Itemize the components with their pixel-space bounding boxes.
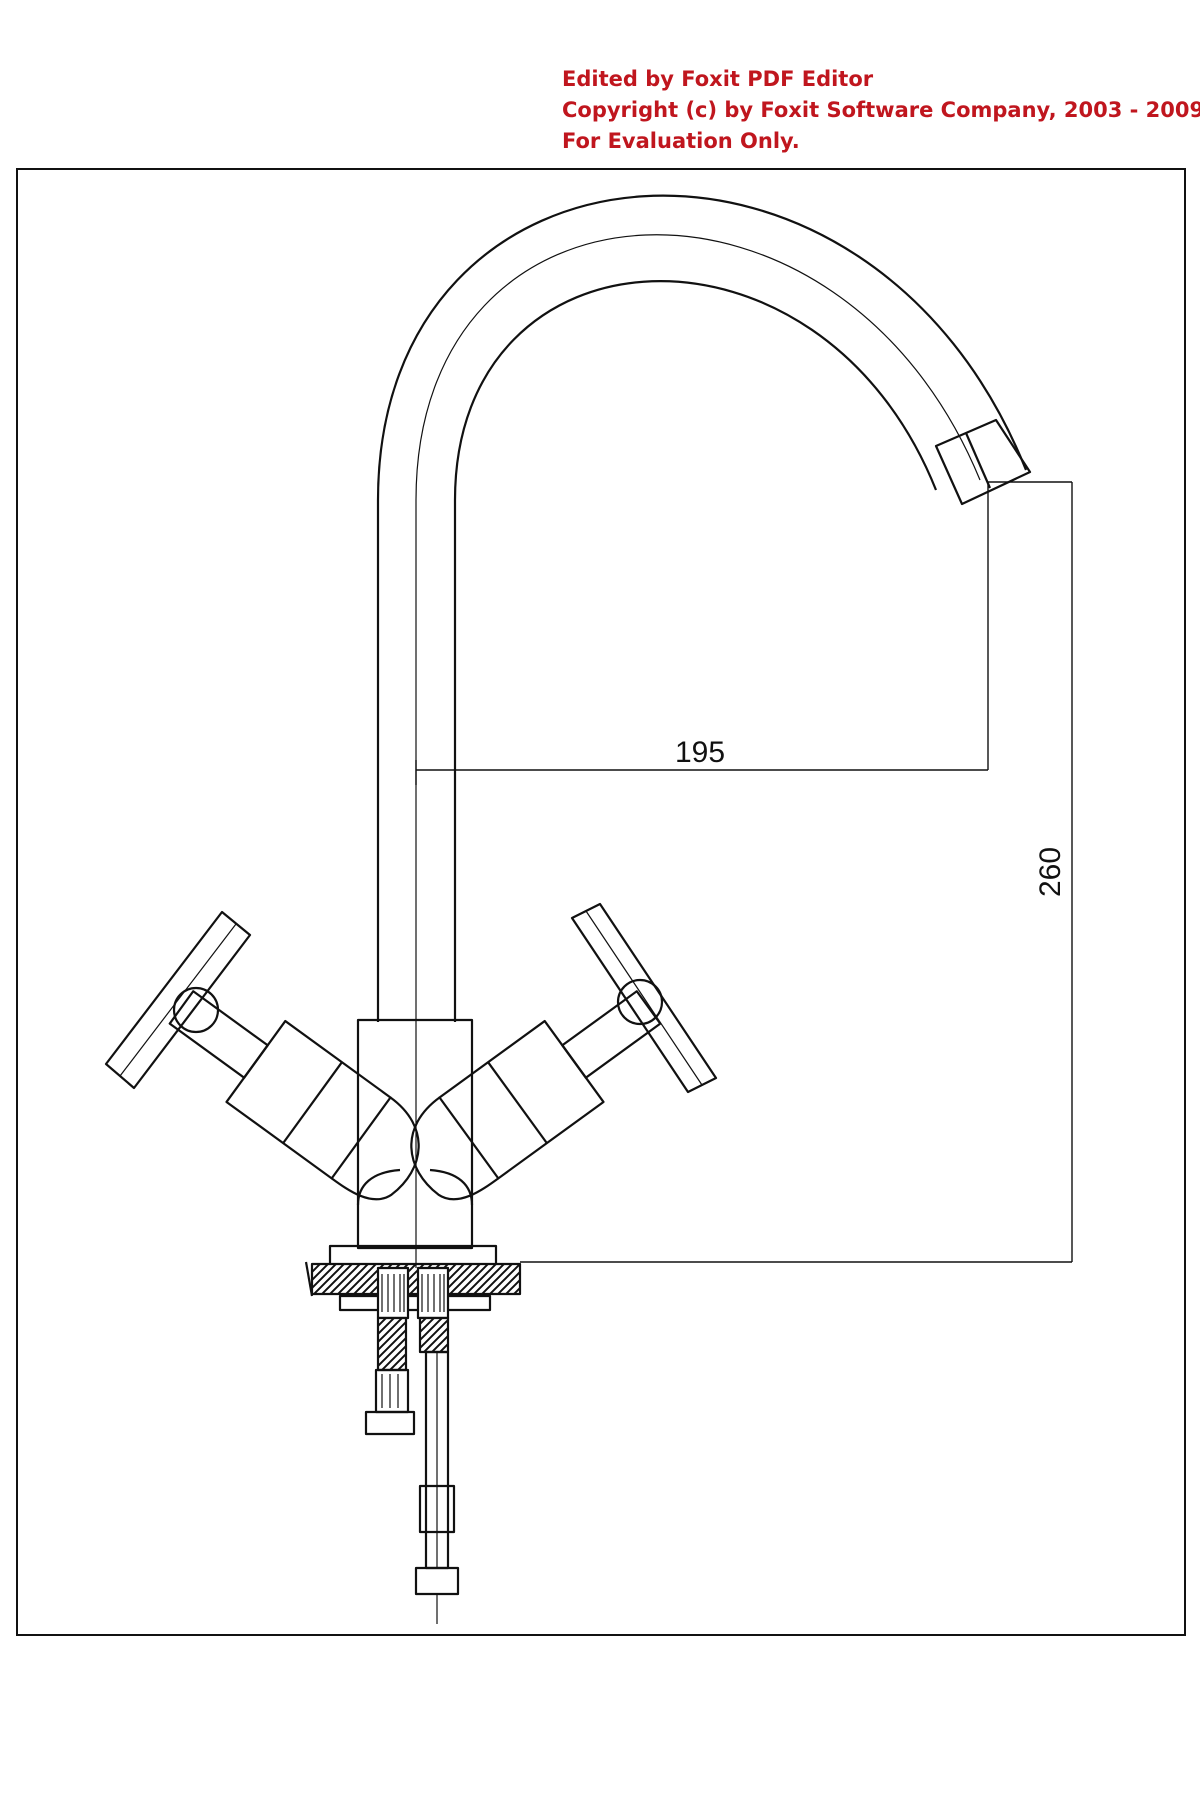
right-handle-stem [561,990,662,1079]
hose-left-ferrule [374,1368,410,1414]
hose-left [376,1316,408,1372]
right-handle-hub [616,978,664,1026]
body-base-curve-left [356,1168,401,1206]
right-handle-crossbar-center [585,910,703,1086]
left-handle-sleeve-ring [282,1061,343,1144]
left-handle-crossbar [104,910,252,1090]
stud-nut-right-grooves [421,1274,445,1312]
hose-left-connector [364,1410,416,1436]
left-handle-stem [168,990,269,1079]
aerator [934,418,1032,506]
watermark-line-2: Copyright (c) by Foxit Software Company,… [562,98,1200,122]
dimension-label-reach: 195 [675,736,725,769]
right-handle-curve [410,1096,499,1201]
drawing-frame [16,168,1186,1636]
left-handle-curve [331,1096,420,1201]
stud-nut-left [376,1266,410,1320]
right-handle-sleeve [438,1019,605,1180]
right-handle [410,990,662,1201]
mounting-rod-nut [414,1566,460,1596]
right-handle-crossbar [570,902,718,1094]
watermark: Edited by Foxit PDF Editor Copyright (c)… [562,64,1200,157]
mounting-washer [338,1294,492,1312]
watermark-line-1: Edited by Foxit PDF Editor [562,67,874,91]
countertop-edge-left [304,1261,314,1297]
left-handle-crossbar-center [119,923,237,1077]
hose-left-ferrule-grooves [381,1374,399,1408]
faucet-body [356,1018,474,1250]
dimension-label-height: 260 [1034,847,1067,897]
countertop-hatch [310,1262,522,1296]
watermark-line-3: For Evaluation Only. [562,129,800,153]
body-base-curve-right [429,1168,474,1206]
spout-outer-edge [376,194,1028,1022]
faucet [104,194,1032,1624]
mounting-rod-clamp [418,1484,456,1534]
aerator-divider [964,432,992,489]
left-handle-hub [172,986,220,1034]
spout-inner-edge [453,280,938,1022]
left-handle [168,990,420,1201]
hose-right [418,1316,450,1354]
right-handle-sleeve-ring [487,1061,548,1144]
left-handle-sleeve [225,1019,392,1180]
spout-centerline [415,234,981,1040]
stud-nut-left-grooves [381,1274,405,1312]
dimension-lines [415,481,1073,1263]
